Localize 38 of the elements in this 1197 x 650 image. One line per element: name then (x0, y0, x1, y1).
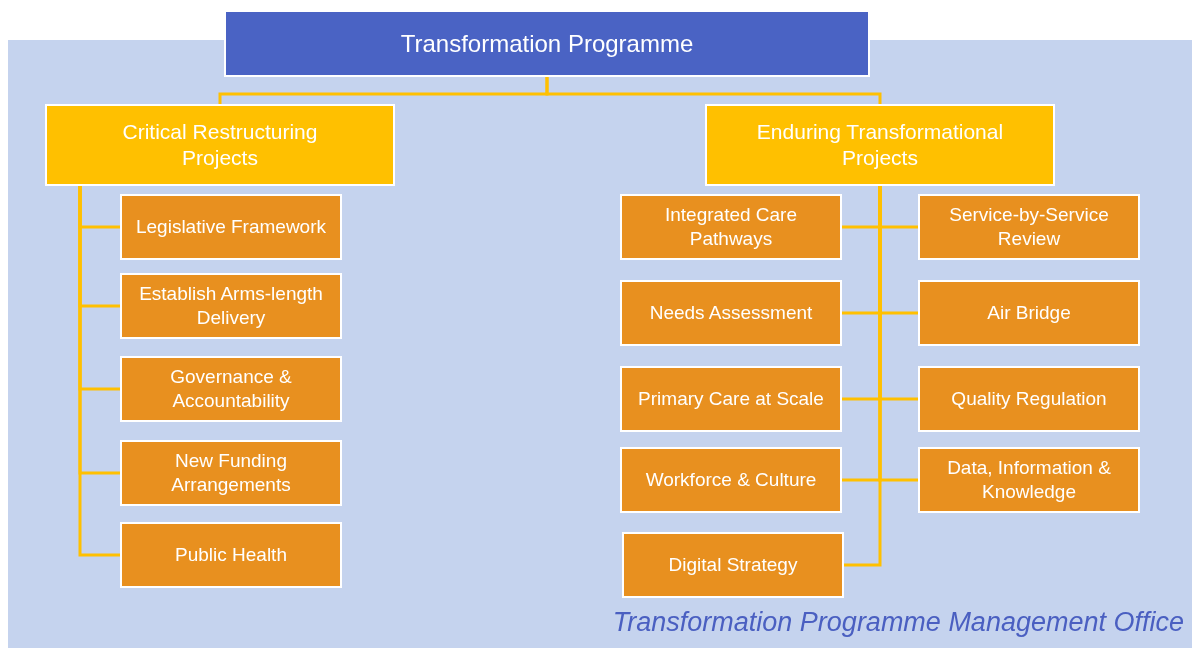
project-box (918, 366, 1140, 432)
project-box (620, 447, 842, 513)
project-box (622, 532, 844, 598)
project-box (620, 366, 842, 432)
box-label: Workforce & Culture (645, 468, 817, 492)
box-label: Governance & Accountability (169, 365, 293, 413)
box-label: Needs Assessment (649, 301, 813, 325)
box-label: Establish Arms-length Delivery (138, 282, 324, 330)
project-box (918, 194, 1140, 260)
project-box (120, 194, 342, 260)
project-box (918, 447, 1140, 513)
box-label: Public Health (175, 543, 287, 567)
programme-box (224, 10, 870, 77)
box-label: Integrated Care Pathways (664, 203, 798, 251)
project-box (620, 280, 842, 346)
project-box (918, 280, 1140, 346)
box-label: Legislative Framework (135, 215, 327, 239)
box-label: Air Bridge (987, 301, 1071, 325)
category-box (705, 104, 1055, 186)
box-label: Data, Information & Knowledge (946, 456, 1112, 504)
box-label: Service-by-Service Review (948, 203, 1110, 251)
box-label: Digital Strategy (668, 553, 798, 577)
project-box (620, 194, 842, 260)
box-label: Enduring Transformational Projects (755, 118, 1005, 171)
category-box (45, 104, 395, 186)
office-caption: Transformation Programme Management Office (612, 605, 1184, 639)
connector-line (545, 77, 882, 104)
box-label: Primary Care at Scale (638, 387, 824, 411)
connector-line (78, 186, 120, 557)
project-box (120, 440, 342, 506)
box-label: Transformation Programme (400, 28, 694, 59)
project-box (120, 273, 342, 339)
box-label: Quality Regulation (951, 387, 1107, 411)
project-box (120, 356, 342, 422)
project-box (120, 522, 342, 588)
box-label: New Funding Arrangements (170, 449, 292, 497)
box-label: Critical Restructuring Projects (121, 118, 319, 171)
connector-line (844, 186, 882, 567)
